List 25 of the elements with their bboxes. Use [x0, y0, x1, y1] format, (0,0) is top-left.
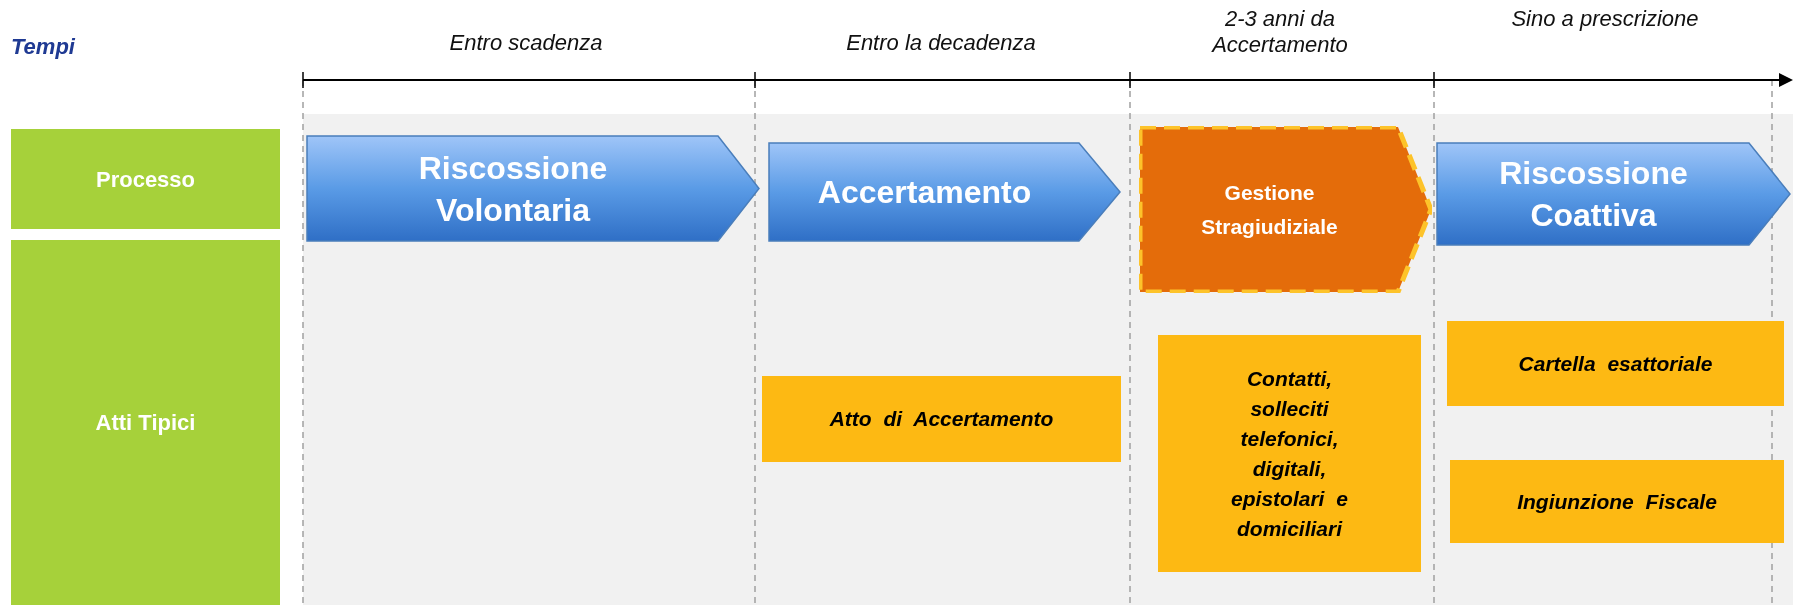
act-box — [1450, 460, 1784, 543]
period-header: Entro scadenza — [448, 30, 604, 56]
node-text: Ingiunzione Fiscale — [1517, 488, 1717, 515]
row-header — [11, 129, 280, 229]
act-box — [762, 376, 1121, 462]
row-title: Tempi — [11, 33, 76, 61]
node-text: Processo — [95, 165, 196, 194]
process-step — [1436, 142, 1791, 246]
period-header: Sino a prescrizione — [1510, 6, 1700, 32]
row-header — [11, 240, 280, 605]
node-text: Riscossione Coattiva — [1498, 154, 1689, 235]
process-step — [306, 135, 760, 242]
node-text: Accertamento — [817, 173, 1032, 212]
period-header: Entro la decadenza — [845, 30, 1037, 56]
node-text: Contatti, solleciti telefonici, digitali, epistolari e domiciliari — [1230, 365, 1349, 542]
node-text: Atto di Accertamento — [829, 406, 1054, 432]
node-text: Atti Tipici — [95, 409, 196, 437]
node-text: Gestione Stragiudiziale — [1200, 179, 1339, 240]
process-step — [768, 142, 1121, 242]
act-box — [1158, 335, 1421, 572]
period-header: 2-3 anni da Accertamento — [1210, 6, 1349, 58]
node-text: Riscossione Volontaria — [417, 148, 609, 230]
highlighted-process-step — [1139, 126, 1432, 293]
act-box — [1447, 321, 1784, 406]
node-text: Cartella esattoriale — [1518, 350, 1713, 377]
